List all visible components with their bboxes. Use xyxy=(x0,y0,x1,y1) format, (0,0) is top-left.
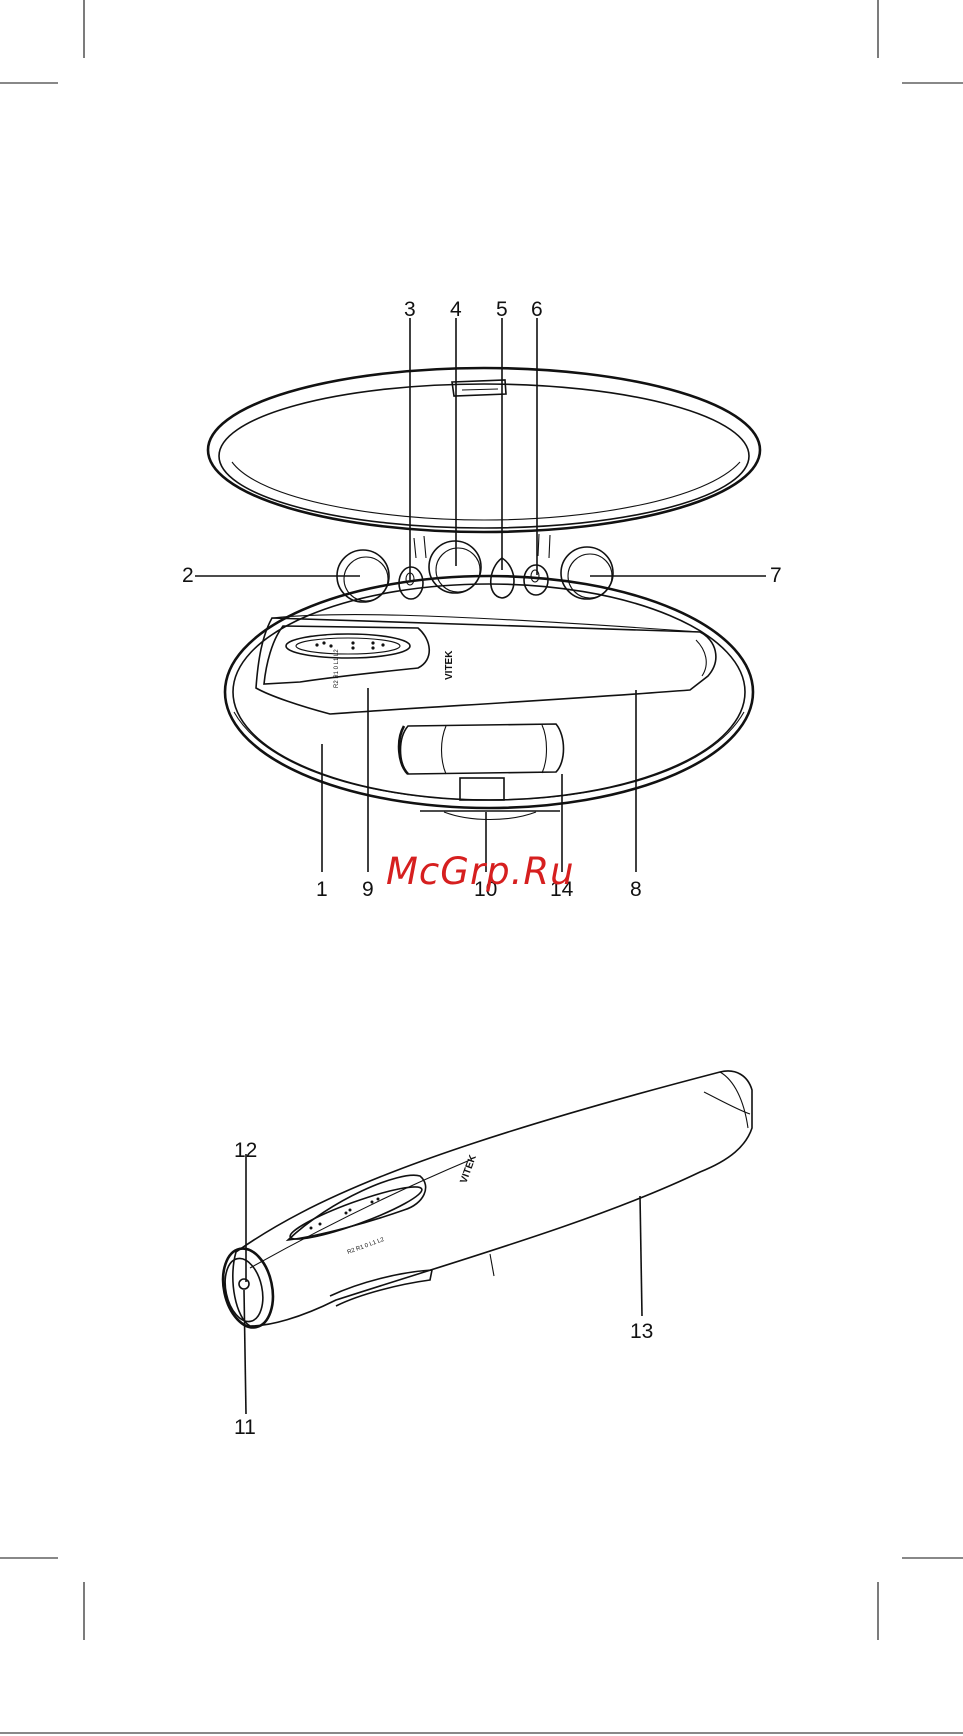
callout-1: 1 xyxy=(316,878,328,901)
callout-5: 5 xyxy=(496,298,508,321)
callout-4: 4 xyxy=(450,298,462,321)
case-figure: R2 R1 0 L1 L2 VITEK xyxy=(182,298,782,901)
device-in-case: R2 R1 0 L1 L2 VITEK xyxy=(256,615,716,714)
device-figure: R2 R1 0 L1 L2 VITEK 12 11 13 xyxy=(216,1071,752,1439)
callout-2: 2 xyxy=(182,564,194,587)
lid-latch xyxy=(452,380,506,396)
roller-14 xyxy=(401,724,564,774)
callout-8: 8 xyxy=(630,878,642,901)
callout-11: 11 xyxy=(234,1416,256,1439)
callout-9: 9 xyxy=(362,878,374,901)
callout-13: 13 xyxy=(630,1320,653,1343)
block-10 xyxy=(460,778,504,800)
callout-12: 12 xyxy=(234,1139,257,1162)
attachments xyxy=(337,541,613,602)
case-lid xyxy=(208,368,760,532)
brand-logo-bottom: VITEK xyxy=(458,1153,479,1185)
brand-logo-top: VITEK xyxy=(444,650,455,680)
leader-lines-bottom xyxy=(244,1154,642,1414)
mode-marks: R2 R1 0 L1 L2 xyxy=(334,649,340,688)
spindle-11 xyxy=(239,1279,249,1289)
case-base xyxy=(225,534,753,820)
callout-7: 7 xyxy=(770,564,782,587)
mode-marks-bottom: R2 R1 0 L1 L2 xyxy=(347,1237,386,1256)
watermark: McGrp.Ru xyxy=(386,850,575,893)
leader-lines-top xyxy=(195,318,766,872)
callout-6: 6 xyxy=(531,298,543,321)
callout-3: 3 xyxy=(404,298,416,321)
attachment-6 xyxy=(524,565,548,595)
storage-slot xyxy=(399,724,563,800)
